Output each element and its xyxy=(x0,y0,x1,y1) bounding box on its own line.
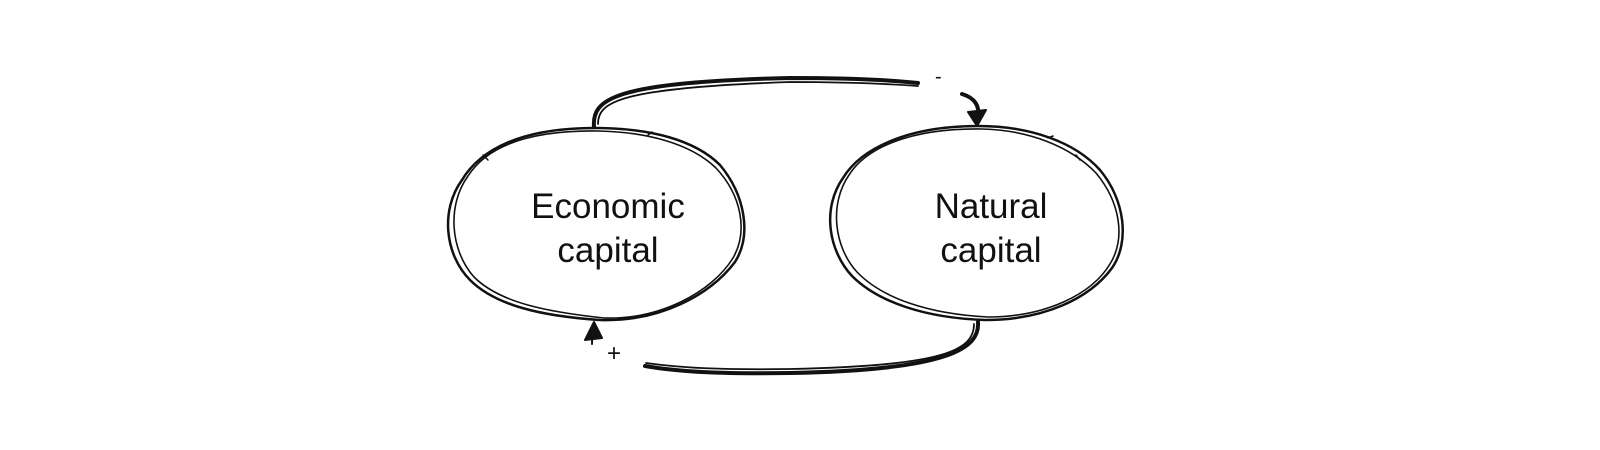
economic-capital-label-line2: capital xyxy=(557,231,659,270)
economic-capital-label: Economic capital xyxy=(488,185,728,273)
polarity-negative-label: - xyxy=(935,66,942,88)
natural-capital-label: Natural capital xyxy=(871,185,1111,273)
link-economic-to-natural xyxy=(591,75,981,129)
natural-capital-label-line1: Natural xyxy=(934,187,1048,226)
link-natural-to-economic xyxy=(591,320,981,376)
natural-capital-label-line2: capital xyxy=(940,231,1042,270)
polarity-positive-label: + xyxy=(607,340,622,367)
arrowhead-economic xyxy=(584,321,603,341)
node-economic-capital[interactable] xyxy=(446,126,746,322)
economic-capital-label-line1: Economic xyxy=(531,187,685,226)
node-natural-capital[interactable] xyxy=(829,124,1124,322)
arrowhead-natural xyxy=(967,109,987,127)
